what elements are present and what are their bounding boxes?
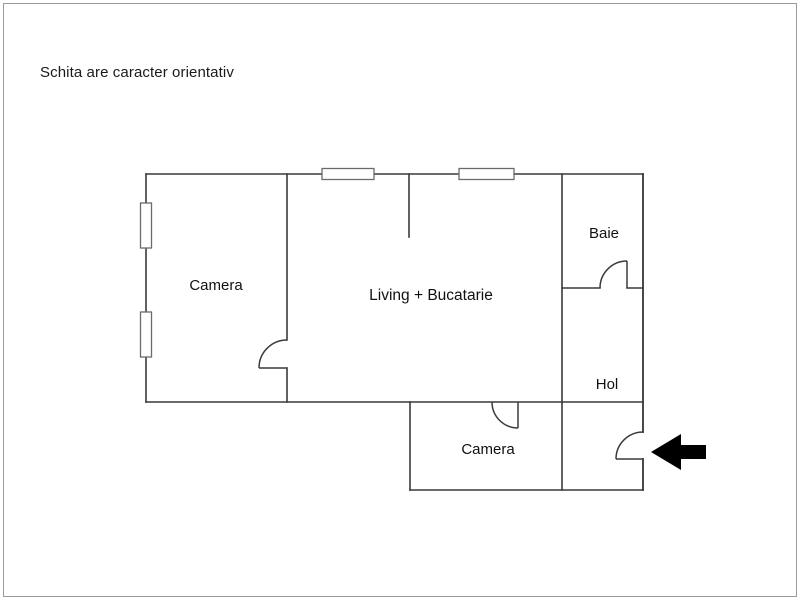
walls-group [145,173,644,491]
plan-note-title: Schita are caracter orientativ [40,64,234,81]
entrance-arrow-shape [651,434,706,470]
entrance-arrow [651,434,706,470]
room-labels-group: Camera Living + Bucatarie Baie Hol Camer… [189,225,619,458]
window-left-upper [139,202,153,249]
window-top-left [321,167,375,181]
windows-group [139,167,515,358]
room-label-camera-left: Camera [189,277,243,294]
room-label-hol: Hol [596,376,619,393]
window-top-right [458,167,515,181]
door-entrance-swing [615,431,644,460]
window-left-lower [139,311,153,358]
room-label-baie: Baie [589,225,619,242]
door-baie-swing [599,260,628,289]
doors-group [258,260,644,460]
door-camera-left-swing [258,339,288,369]
room-label-living-bucatarie: Living + Bucatarie [369,287,493,304]
door-camera-bottom-swing [491,401,519,429]
room-label-camera-bottom: Camera [461,441,515,458]
